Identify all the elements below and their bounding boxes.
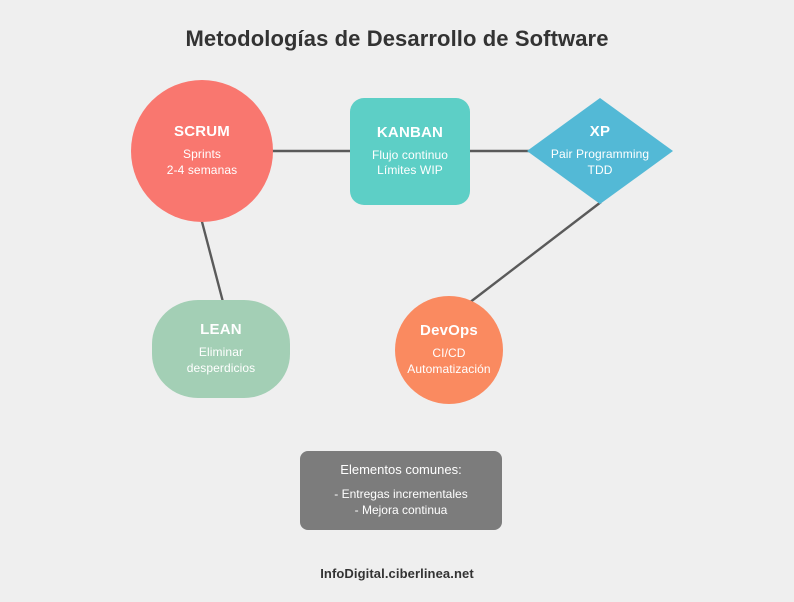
node-scrum-title: SCRUM <box>174 123 230 141</box>
node-xp-title: XP <box>589 123 611 141</box>
node-xp[interactable]: XP Pair Programming TDD <box>527 98 673 204</box>
page-title: Metodologías de Desarrollo de Software <box>185 26 609 51</box>
node-lean-title: LEAN <box>200 321 242 339</box>
common-elements-item-2: - Mejora continua <box>354 503 448 518</box>
node-lean[interactable]: LEAN Eliminar desperdicios <box>152 300 290 398</box>
node-devops[interactable]: DevOps CI/CD Automatización <box>395 296 503 404</box>
node-xp-line1: Pair Programming <box>550 147 650 162</box>
node-xp-label-group: XP Pair Programming TDD <box>551 123 649 178</box>
edge-scrum-lean <box>199 217 225 303</box>
node-devops-line1: CI/CD <box>432 346 466 361</box>
common-elements-heading: Elementos comunes: <box>340 462 462 478</box>
node-scrum-line1: Sprints <box>182 147 222 162</box>
common-elements-box: Elementos comunes: - Entregas incrementa… <box>300 451 502 530</box>
node-kanban-line1: Flujo continuo <box>371 147 449 162</box>
node-kanban-line2: Límites WIP <box>377 163 443 178</box>
node-devops-line2: Automatización <box>407 361 491 376</box>
node-scrum-line2: 2-4 semanas <box>166 162 238 177</box>
footer-watermark: InfoDigital.ciberlinea.net <box>320 566 474 581</box>
node-lean-line2: desperdicios <box>186 360 256 375</box>
node-xp-line2: TDD <box>587 162 613 177</box>
edge-xp-devops <box>468 201 602 304</box>
node-kanban-title: KANBAN <box>376 123 444 141</box>
node-scrum[interactable]: SCRUM Sprints 2-4 semanas <box>131 80 273 222</box>
common-elements-item-1: - Entregas incrementales <box>334 487 468 502</box>
node-lean-line1: Eliminar <box>198 345 244 360</box>
node-devops-title: DevOps <box>420 322 478 340</box>
node-kanban[interactable]: KANBAN Flujo continuo Límites WIP <box>350 98 470 205</box>
